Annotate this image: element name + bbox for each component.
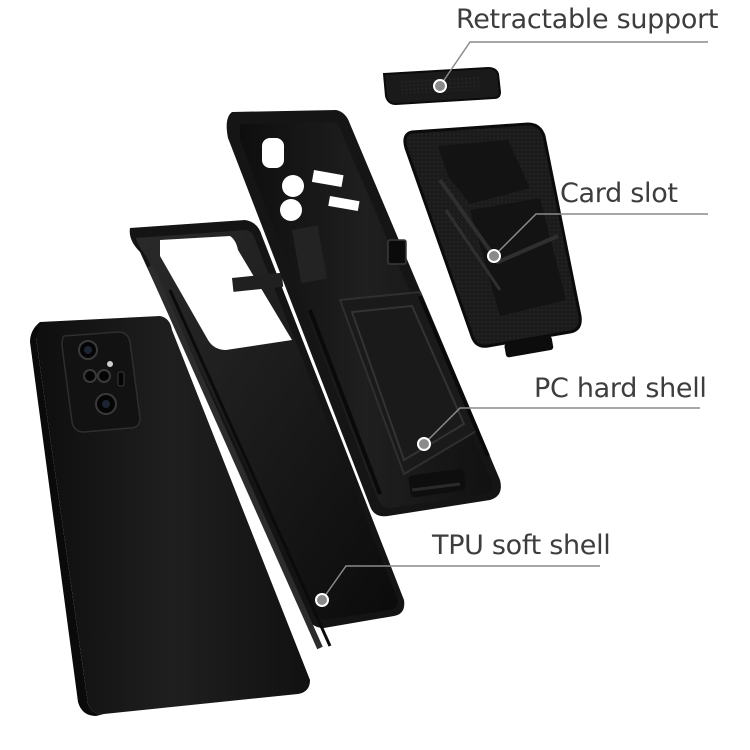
retractable-support-label: Retractable support [456,4,719,35]
leader-lines [315,41,708,607]
tpu-soft-shell-label: TPU soft shell [432,530,611,561]
card-slot-plate [403,122,582,358]
tpu-frame [129,220,405,650]
pc-hard-shell-label: PC hard shell [534,373,707,404]
pc-hard-shell [226,110,501,517]
card-slot-label: Card slot [560,178,678,209]
tpu-soft-shell [30,316,310,716]
camera-module [61,331,141,433]
